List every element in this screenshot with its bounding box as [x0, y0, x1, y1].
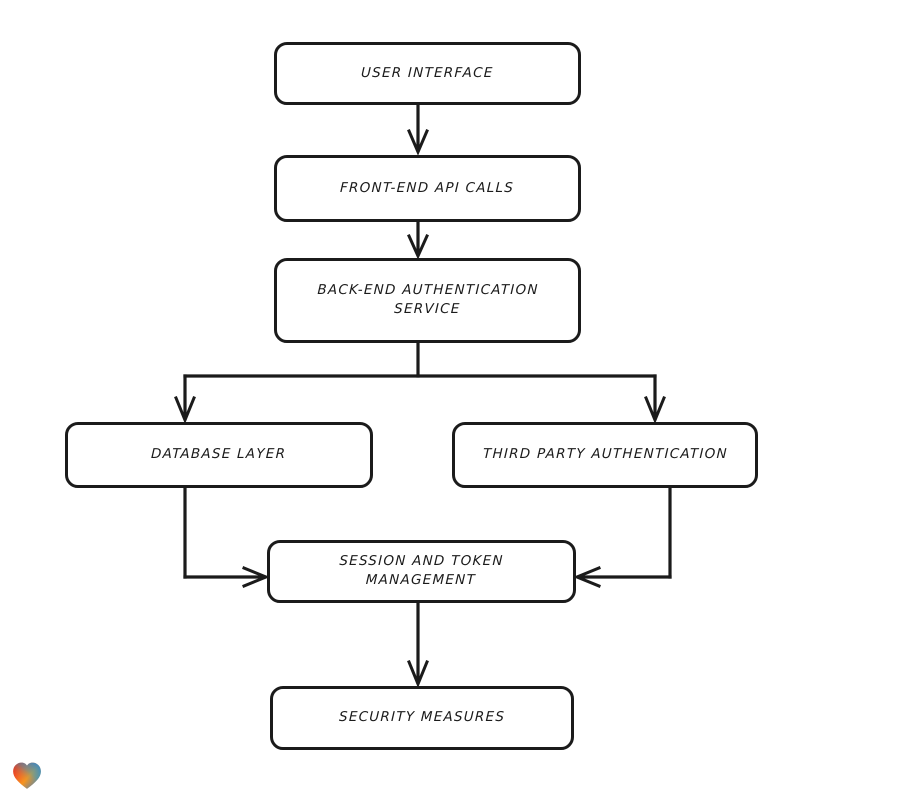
- arrowhead-thirdparty-to-session: [573, 566, 601, 588]
- node-front-end-api-calls[interactable]: Front-End API Calls: [274, 155, 581, 222]
- node-user-interface[interactable]: User Interface: [274, 42, 581, 105]
- node-label-database-layer: Database Layer: [151, 446, 287, 463]
- node-third-party-authentication[interactable]: Third Party Authentication: [452, 422, 758, 488]
- arrowhead-api-to-auth: [407, 234, 429, 260]
- node-label-front-end-api-calls: Front-End API Calls: [340, 179, 515, 196]
- node-label-back-end-authentication-service: Back-End Authentication Service: [316, 282, 539, 318]
- arrowhead-bus-to-database: [174, 396, 196, 424]
- arrowhead-session-to-security: [407, 660, 429, 688]
- node-label-security-measures: Security Measures: [338, 709, 506, 726]
- arrowhead-ui-to-api: [407, 129, 429, 156]
- arrowhead-database-to-session: [242, 566, 270, 588]
- node-database-layer[interactable]: Database Layer: [65, 422, 373, 488]
- node-back-end-authentication-service[interactable]: Back-End Authentication Service: [274, 258, 581, 343]
- arrowhead-bus-to-thirdparty: [644, 396, 666, 424]
- heart-icon: [13, 762, 41, 789]
- node-label-third-party-authentication: Third Party Authentication: [482, 446, 728, 463]
- node-session-and-token-management[interactable]: Session and Token Management: [267, 540, 576, 603]
- node-label-user-interface: User Interface: [360, 64, 495, 81]
- node-security-measures[interactable]: Security Measures: [270, 686, 574, 750]
- node-label-session-and-token-management: Session and Token Management: [339, 553, 505, 589]
